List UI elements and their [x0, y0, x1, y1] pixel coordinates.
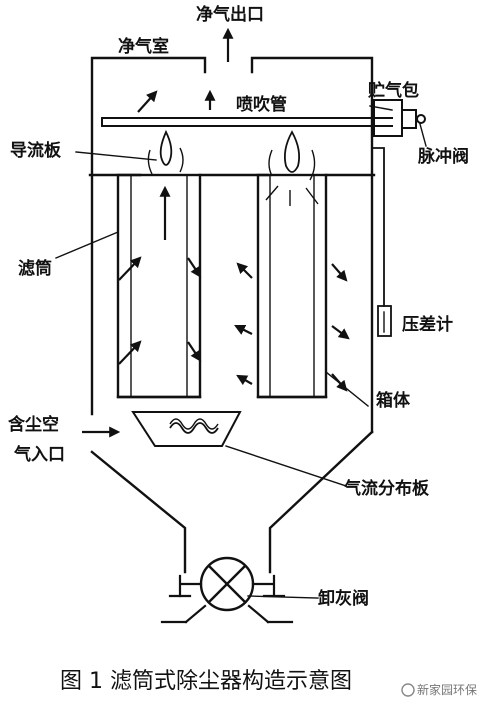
label-dusty-air-inlet-1: 含尘空: [8, 414, 59, 435]
pressure-gauge-line: [371, 147, 385, 307]
filter-cartridge-2: [256, 173, 328, 399]
label-ash-valve: 卸灰阀: [318, 588, 369, 609]
housing-top-right: [250, 56, 374, 434]
label-air-distribution-plate: 气流分布板: [343, 478, 430, 499]
figure-caption: 图 1 滤筒式除尘器构造示意图: [60, 669, 352, 694]
pulse-valve-body: [401, 109, 417, 129]
hopper-right: [268, 430, 374, 574]
label-deflector: 导流板: [10, 140, 62, 161]
label-clean-air-outlet: 净气出口: [196, 4, 264, 25]
label-pulse-valve: 脉冲阀: [417, 146, 469, 167]
hopper-left: [90, 450, 187, 574]
label-air-reservoir: 贮气包: [367, 80, 419, 101]
label-filter-cartridge: 滤筒: [18, 258, 52, 279]
pressure-gauge: [377, 305, 392, 337]
pulse-jet-left: [159, 129, 173, 166]
pulse-jet-right: [283, 130, 301, 173]
label-pressure-gauge: 压差计: [402, 314, 453, 335]
label-dusty-air-inlet-2: 气入口: [13, 444, 65, 465]
label-housing: 箱体: [376, 390, 411, 411]
watermark-text: 新家园环保: [417, 682, 477, 697]
label-clean-air-chamber: 净气室: [118, 36, 169, 57]
watermark-logo: [401, 683, 415, 697]
label-blow-pipe: 喷吹管: [236, 94, 287, 115]
air-distribution-plate: [131, 411, 242, 447]
housing-top-left: [90, 56, 207, 416]
